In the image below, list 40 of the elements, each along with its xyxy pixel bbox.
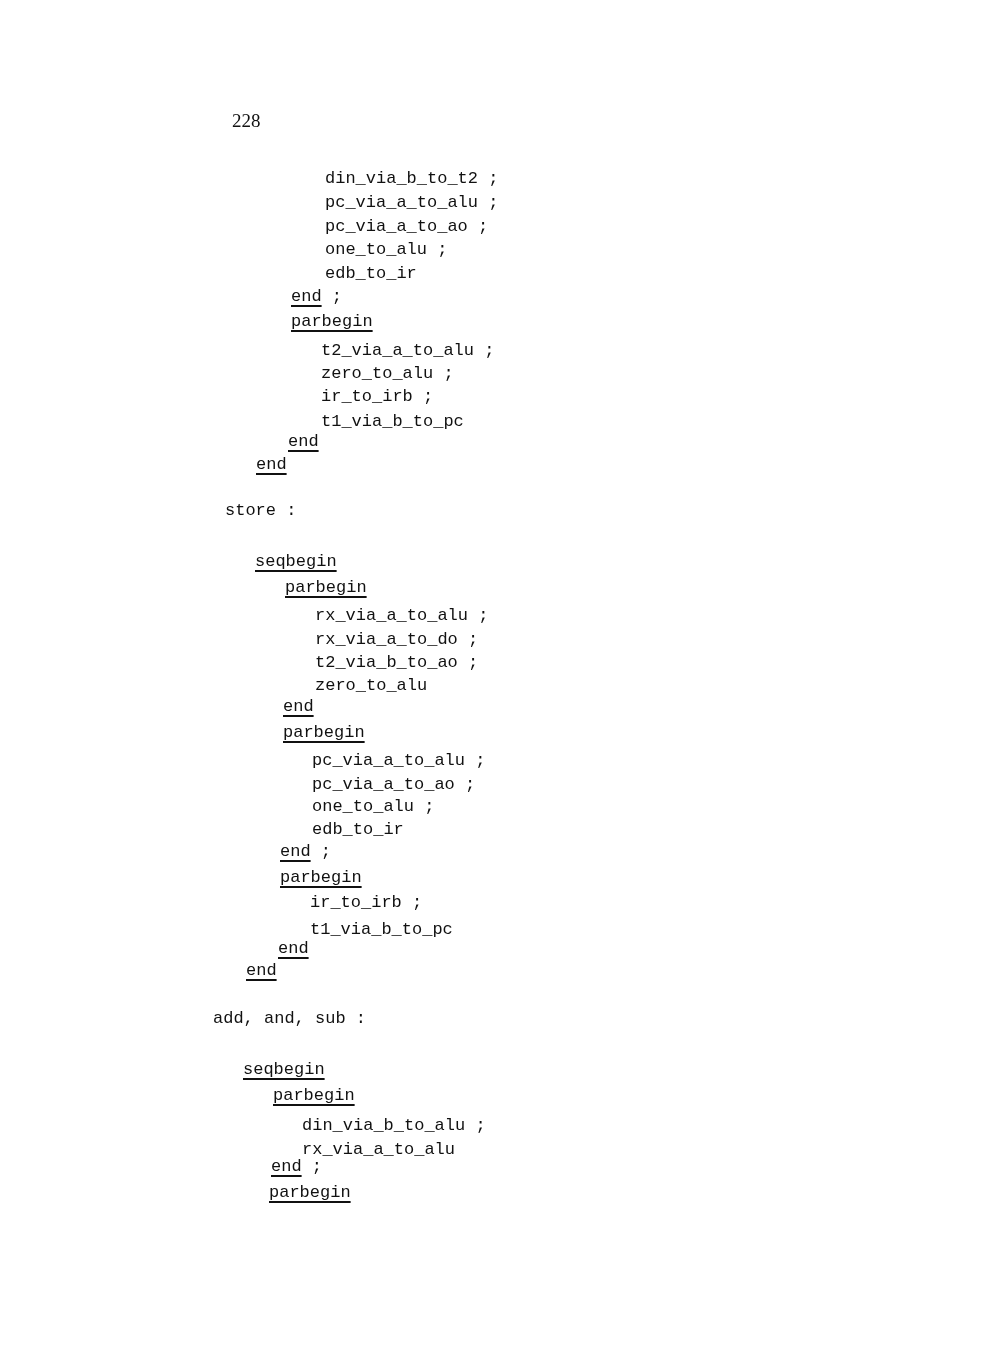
code-line: t2_via_b_to_ao ; bbox=[315, 653, 479, 673]
code-line: one_to_alu ; bbox=[312, 797, 435, 817]
keyword-line: parbegin bbox=[285, 578, 367, 598]
code-line: rx_via_a_to_alu ; bbox=[315, 606, 489, 626]
code-line: rx_via_a_to_do ; bbox=[315, 630, 479, 650]
code-line: t1_via_b_to_pc bbox=[321, 412, 464, 432]
keyword-line: parbegin bbox=[283, 723, 365, 743]
code-line: store : bbox=[225, 501, 297, 521]
keyword-line: parbegin bbox=[269, 1183, 351, 1203]
keyword-line: end bbox=[283, 697, 314, 717]
page-number: 228 bbox=[232, 111, 261, 131]
code-line: zero_to_alu bbox=[315, 676, 428, 696]
keyword-line: seqbegin bbox=[255, 552, 337, 572]
keyword-line: parbegin bbox=[273, 1086, 355, 1106]
code-line: ir_to_irb ; bbox=[310, 893, 423, 913]
code-line: one_to_alu ; bbox=[325, 240, 448, 260]
keyword-line: end bbox=[246, 961, 277, 981]
code-line: add, and, sub : bbox=[213, 1009, 367, 1029]
code-line: pc_via_a_to_ao ; bbox=[312, 775, 476, 795]
code-line: rx_via_a_to_alu bbox=[302, 1140, 456, 1160]
code-line: edb_to_ir bbox=[325, 264, 417, 284]
code-line: zero_to_alu ; bbox=[321, 364, 454, 384]
keyword-line: seqbegin bbox=[243, 1060, 325, 1080]
code-line: pc_via_a_to_alu ; bbox=[312, 751, 486, 771]
keyword-line: parbegin bbox=[280, 868, 362, 888]
code-line: ir_to_irb ; bbox=[321, 387, 434, 407]
code-line: edb_to_ir bbox=[312, 820, 404, 840]
keyword-line: end bbox=[278, 939, 309, 959]
keyword-line: end bbox=[256, 455, 287, 475]
code-line: pc_via_a_to_alu ; bbox=[325, 193, 499, 213]
keyword-line: end ; bbox=[271, 1157, 322, 1177]
keyword-line: end ; bbox=[291, 287, 342, 307]
code-line: t1_via_b_to_pc bbox=[310, 920, 453, 940]
code-line: pc_via_a_to_ao ; bbox=[325, 217, 489, 237]
keyword-line: end bbox=[288, 432, 319, 452]
code-line: din_via_b_to_alu ; bbox=[302, 1116, 486, 1136]
keyword-line: parbegin bbox=[291, 312, 373, 332]
code-line: t2_via_a_to_alu ; bbox=[321, 341, 495, 361]
keyword-line: end ; bbox=[280, 842, 331, 862]
code-line: din_via_b_to_t2 ; bbox=[325, 169, 499, 189]
